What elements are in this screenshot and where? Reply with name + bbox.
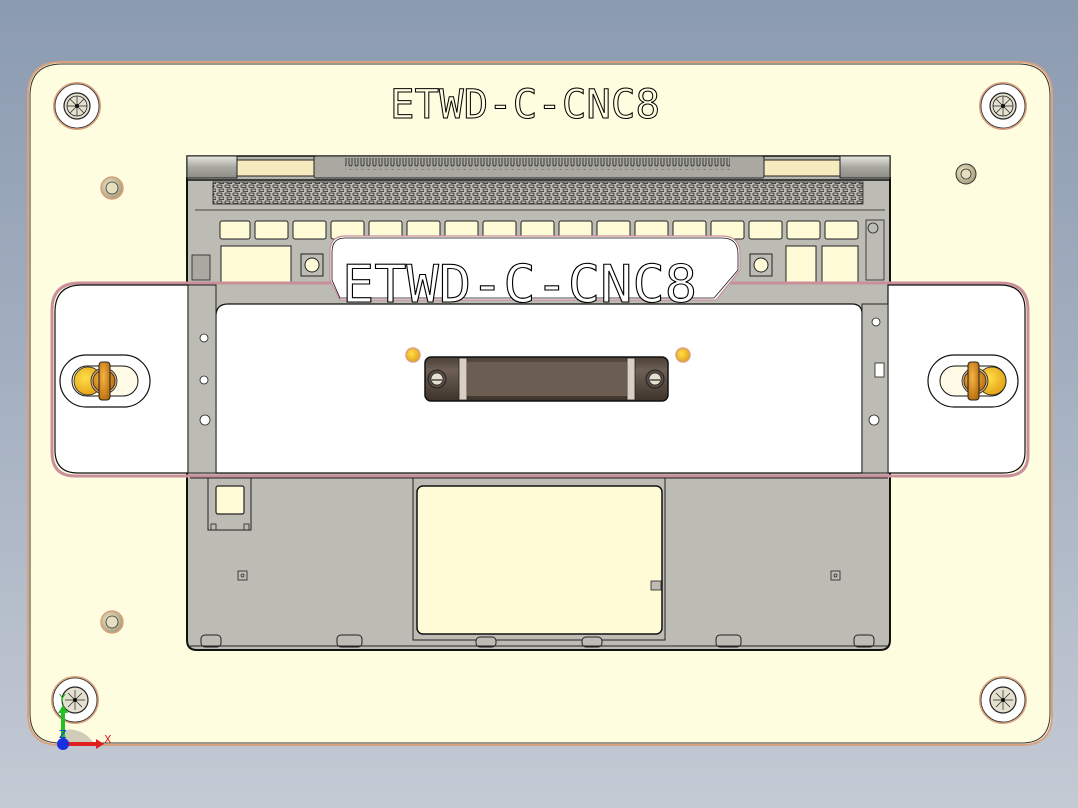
corner-screw-top-right [979, 82, 1027, 130]
clamp-knob-right[interactable] [927, 354, 1019, 408]
axis-y-label: Y [58, 692, 66, 705]
clamp-knob-left[interactable] [59, 354, 151, 408]
dowel-pin-left-lower [100, 610, 124, 634]
dowel-pin-right-upper [955, 163, 977, 185]
axis-x-label: X [104, 733, 112, 746]
left-module-pocket [207, 477, 252, 531]
axis-triad[interactable]: X Y Z [57, 692, 112, 750]
corner-screw-bottom-right [979, 676, 1027, 724]
corner-screw-top-left [53, 82, 101, 130]
dowel-pin-left-upper [100, 176, 124, 200]
engraving-label: ETWD-C-CNC8 [390, 82, 660, 128]
clamp-handle[interactable] [405, 347, 691, 402]
axis-z-label: Z [59, 728, 67, 741]
trackpad-cutout [412, 477, 666, 641]
clamp-bar-label: ETWD-C-CNC8 [342, 255, 697, 315]
